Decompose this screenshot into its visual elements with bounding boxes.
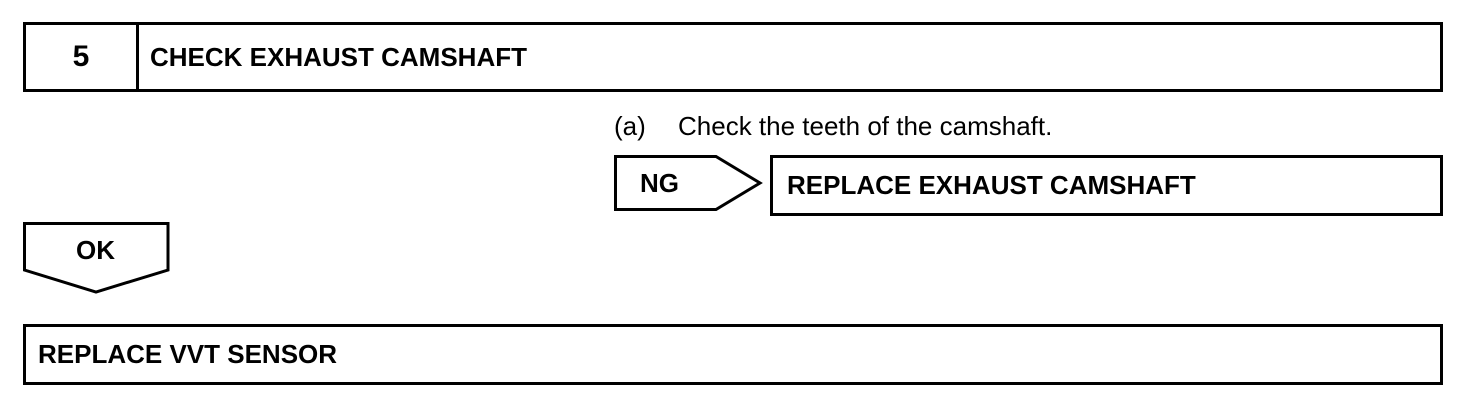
ng-result-box: REPLACE EXHAUST CAMSHAFT (770, 155, 1443, 216)
instruction-text: Check the teeth of the camshaft. (678, 110, 1053, 141)
instruction-line: (a) Check the teeth of the camshaft. (614, 108, 1052, 144)
instruction-label: (a) (614, 110, 646, 141)
ng-arrow-shape-icon (614, 155, 763, 211)
ok-arrow-tag: OK (23, 222, 170, 294)
ok-label: OK (76, 234, 115, 265)
ng-label: NG (640, 167, 679, 198)
step-number: 5 (26, 25, 139, 89)
step-title: CHECK EXHAUST CAMSHAFT (150, 41, 527, 72)
ok-result-box: REPLACE VVT SENSOR (23, 324, 1443, 385)
ng-arrow-tag: NG (614, 155, 764, 211)
step-header-box: 5 CHECK EXHAUST CAMSHAFT (23, 22, 1443, 92)
ok-arrow-shape-icon (23, 222, 170, 294)
